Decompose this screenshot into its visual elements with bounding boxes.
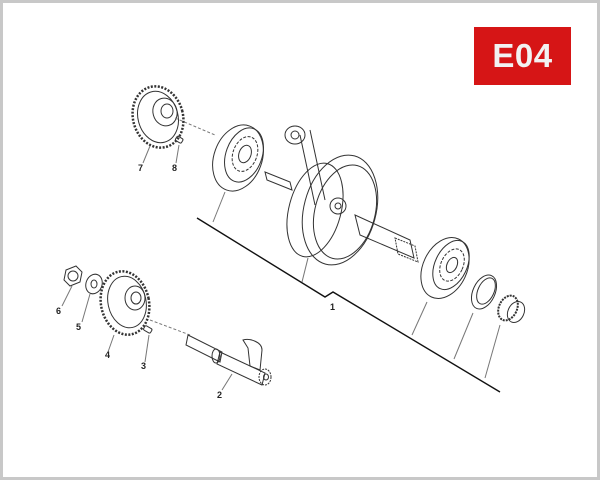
callout-1: 1 (330, 302, 335, 312)
key-8-icon (174, 135, 184, 144)
crankshaft-icon (264, 125, 419, 283)
callout-7: 7 (138, 163, 143, 173)
bearing-right-icon (411, 237, 470, 336)
gear-4-icon (99, 270, 191, 353)
callout-6: 6 (56, 306, 61, 316)
sprocket-icon (484, 294, 526, 379)
section-badge: E04 (474, 27, 571, 85)
callout-5: 5 (76, 322, 81, 332)
balancer-shaft-icon (185, 334, 272, 391)
assembly-leader-line (196, 217, 501, 393)
gear-7-icon (131, 85, 216, 149)
callout-8: 8 (172, 163, 177, 173)
callout-4: 4 (105, 350, 110, 360)
spacer-ring-icon (453, 274, 498, 360)
callout-2: 2 (217, 390, 222, 400)
key-3-icon (143, 325, 153, 363)
callout-3: 3 (141, 361, 146, 371)
bearing-left-icon (212, 124, 264, 223)
nut-6-icon (61, 265, 83, 307)
